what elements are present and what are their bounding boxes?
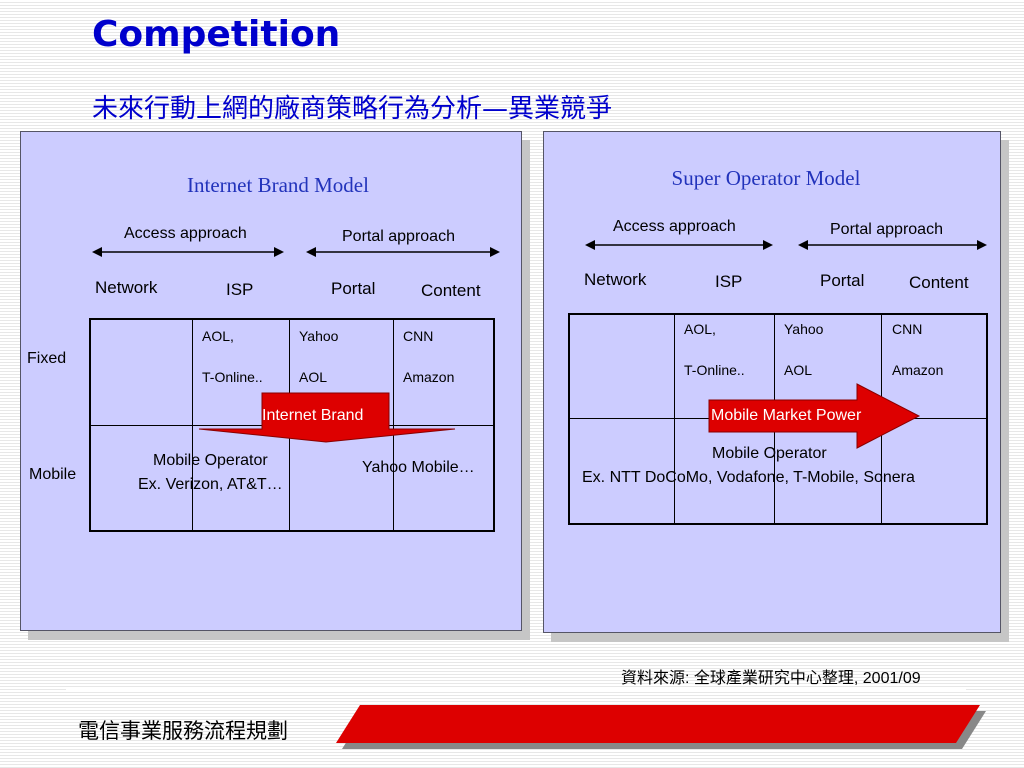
left-col-network: Network (95, 278, 158, 297)
mobile-market-power-label: Mobile Market Power (711, 407, 862, 424)
right-cell-content-fixed-2: Amazon (892, 362, 944, 378)
left-cell-content-fixed-2: Amazon (403, 369, 455, 385)
right-cell-portal-fixed-2: AOL (784, 362, 813, 378)
right-col-isp: ISP (715, 272, 743, 291)
source-note: 資料來源: 全球產業研究中心整理, 2001/09 (621, 670, 921, 687)
left-row-fixed: Fixed (27, 350, 67, 367)
slide-subtitle: 未來行動上網的廠商策略行為分析—異業競爭 (92, 94, 613, 124)
right-table-divider (674, 314, 675, 524)
right-cell-isp-fixed-1: AOL, (684, 321, 716, 337)
slide-title: Competition (92, 14, 341, 55)
portal-approach-arrow (306, 247, 500, 257)
left-cell-isp-fixed-2: T-Online.. (202, 369, 263, 385)
left-col-portal: Portal (331, 279, 376, 298)
right-mobile-operator-examples: Ex. NTT DoCoMo, Vodafone, T-Mobile, Sone… (582, 469, 915, 486)
deck-title: 電信事業服務流程規劃 (78, 719, 288, 743)
right-approach-arrows (585, 240, 987, 250)
right-cell-portal-fixed-1: Yahoo (784, 321, 824, 337)
right-cell-content-fixed-1: CNN (892, 321, 923, 337)
left-col-content: Content (421, 281, 481, 300)
left-cell-content-fixed-1: CNN (403, 328, 434, 344)
access-approach-arrow (92, 247, 284, 257)
mobile-market-power-arrow (708, 383, 921, 449)
portal-approach-arrow (798, 240, 987, 250)
right-mobile-operator: Mobile Operator (712, 445, 827, 462)
right-portal-approach-label: Portal approach (830, 221, 943, 238)
left-cell-portal-fixed-1: Yahoo (299, 328, 339, 344)
left-access-approach-label: Access approach (124, 225, 247, 242)
left-yahoo-mobile: Yahoo Mobile… (362, 459, 475, 476)
right-model-title: Super Operator Model (671, 166, 861, 190)
left-row-mobile: Mobile (29, 466, 77, 483)
footer-divider-line (66, 689, 966, 691)
left-col-isp: ISP (226, 280, 254, 299)
left-cell-isp-fixed-1: AOL, (202, 328, 234, 344)
internet-brand-arrow-label: Internet Brand (262, 407, 364, 424)
left-mobile-operator-examples: Ex. Verizon, AT&T… (138, 476, 283, 493)
footer-red-bar (336, 705, 986, 749)
left-cell-portal-fixed-2: AOL (299, 369, 328, 385)
right-col-content: Content (909, 273, 969, 292)
left-portal-approach-label: Portal approach (342, 228, 455, 245)
left-model-title: Internet Brand Model (187, 173, 369, 197)
right-access-approach-label: Access approach (613, 218, 736, 235)
left-mobile-operator: Mobile Operator (153, 452, 268, 469)
right-col-portal: Portal (820, 271, 865, 290)
left-approach-arrows (92, 247, 500, 257)
right-col-network: Network (584, 270, 647, 289)
internet-brand-arrow (198, 392, 456, 443)
right-cell-isp-fixed-2: T-Online.. (684, 362, 745, 378)
access-approach-arrow (585, 240, 773, 250)
